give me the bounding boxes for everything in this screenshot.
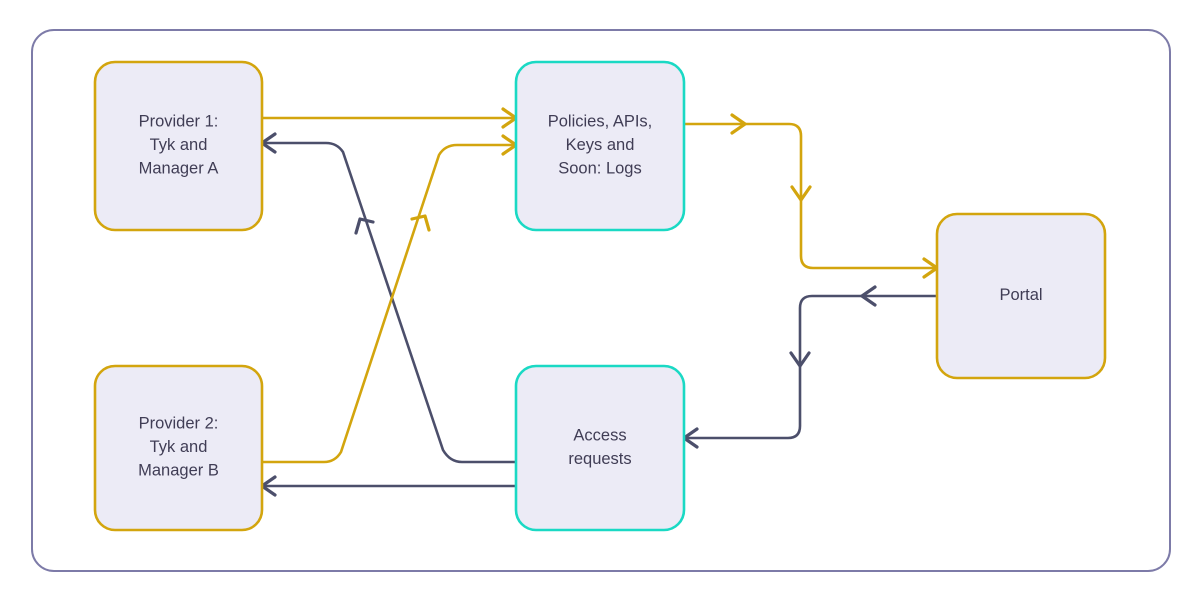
arrow-head-left bbox=[860, 285, 877, 307]
edge-provider2-to-policies-line bbox=[260, 143, 518, 464]
edge-policies-to-portal-line bbox=[682, 122, 939, 270]
node-portal[interactable]: Portal bbox=[935, 212, 1107, 380]
arrow-head-up-right bbox=[410, 214, 431, 232]
arrow-head-right bbox=[730, 113, 747, 135]
node-policies-apis-keys-logs-box[interactable] bbox=[514, 60, 686, 232]
outer-frame bbox=[31, 29, 1171, 572]
node-access-requests-box[interactable] bbox=[514, 364, 686, 532]
arrow-head-down bbox=[789, 351, 811, 368]
edge-policies-to-provider1-line bbox=[260, 141, 518, 464]
node-provider-2-box[interactable] bbox=[93, 364, 264, 532]
arrow-head-down bbox=[790, 185, 812, 202]
node-portal-label: Portal bbox=[999, 286, 1042, 304]
arrow-head-up-left bbox=[354, 217, 375, 235]
node-provider-1-box[interactable] bbox=[93, 60, 264, 232]
node-portal-box[interactable] bbox=[935, 212, 1107, 380]
